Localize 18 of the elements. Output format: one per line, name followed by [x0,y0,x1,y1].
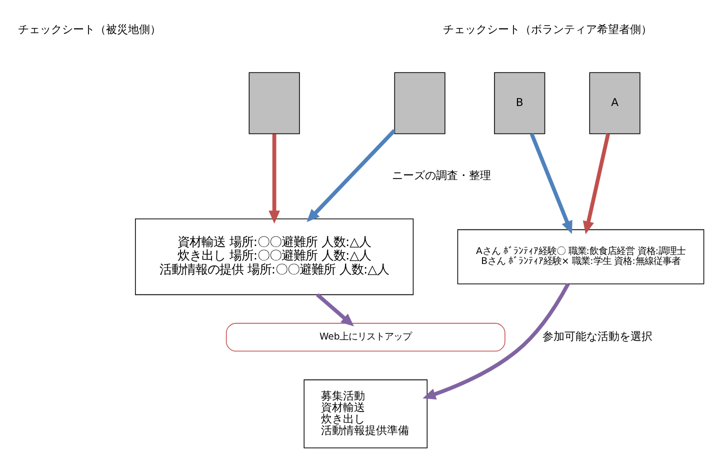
label: チェックシート（被災地側） [18,22,161,36]
arrow [582,134,610,234]
arrow [306,129,396,222]
arrow [422,282,570,400]
node-box [248,72,300,134]
node-box: B [494,72,546,134]
node-box: 資材輸送 場所:〇〇避難所 人数:△人 炊き出し 場所:〇〇避難所 人数:△人 活動情報の提供 場所:〇〇避難所 人数:△人 [135,218,414,296]
label: ニーズの調査・整理 [392,169,491,182]
node-box [394,72,446,134]
arrow [530,133,572,234]
node-box: 募集活動 資材輸送 炊き出し 活動情報提供準備 [304,379,428,448]
node-box: A [589,72,640,134]
edge-label: 参加可能な活動を選択 [542,330,652,344]
label: チェックシート（ボランティア希望者側） [442,22,652,36]
arrow [316,293,354,326]
node-box: Aさん ﾎﾞﾗﾝﾃｨｱ経験〇 職業:飲食店経営 資格:調理士 Bさん ﾎﾞﾗﾝﾃｨｱ経験× 職業:学生 資格:無線従事者 [457,229,704,284]
arrow [268,134,280,224]
node-box: Web上にリストアップ [226,322,506,352]
